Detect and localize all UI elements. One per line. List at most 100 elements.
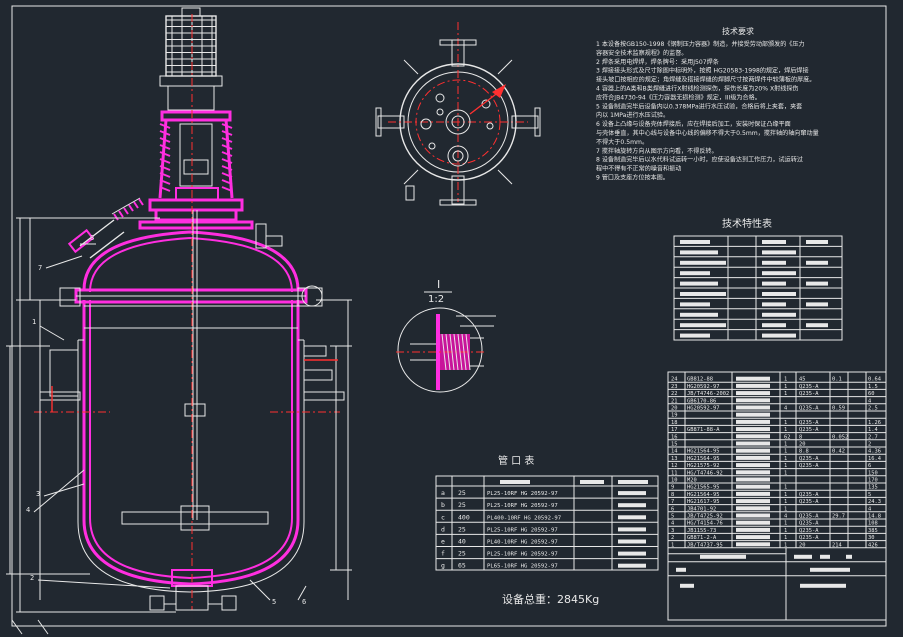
parts-no: 11: [671, 470, 678, 476]
redacted-text-bar: [762, 292, 796, 296]
left-flange-lug: [59, 287, 81, 307]
nozzle-hole-inner: [452, 150, 464, 162]
redacted-text-bar: [680, 260, 726, 265]
parts-qty: 1: [784, 506, 787, 512]
redacted-text-bar: [618, 480, 648, 484]
parts-unit-weight: 214: [832, 542, 842, 548]
parts-total-weight: 4: [868, 398, 871, 404]
jacket: [77, 340, 305, 593]
redacted-text-bar: [736, 535, 770, 540]
lug-top-plate: [439, 39, 477, 46]
redacted-text-bar: [736, 470, 770, 475]
handle-rung: [138, 198, 144, 206]
parts-material: Q235-A: [799, 521, 819, 527]
lug-right: [511, 115, 539, 129]
redacted-text-bar: [736, 376, 770, 381]
redacted-text-bar: [736, 383, 770, 388]
part-label-number: 4: [26, 506, 30, 514]
section-arrow-head: [492, 84, 506, 98]
tech-req-line: 程中不得有不正常的噪音和振动: [596, 165, 681, 173]
top-right-nozzle-flange: [265, 235, 283, 247]
redacted-text-bar: [680, 240, 710, 244]
handle-rung: [128, 204, 134, 212]
nozzle-code: c: [441, 513, 445, 521]
frame-hatch: [221, 144, 233, 150]
redacted-text-bar: [762, 271, 796, 276]
jacket-nozzle-upper: [303, 345, 327, 357]
parts-total-weight: 135: [868, 485, 878, 491]
tech-req-line: 容器安全技术监察规程》的监督。: [596, 49, 687, 57]
parts-code: HG/T4154-76: [687, 521, 723, 527]
bottom-valve: [175, 585, 209, 611]
support-lug-left: [49, 349, 79, 397]
parts-code: JB/T4725-92: [687, 514, 723, 520]
parts-code: HG21617-95: [687, 499, 719, 505]
detail-hatch: [453, 333, 459, 371]
parts-code: HG/T4746-92: [687, 470, 723, 476]
bottom-nozzle-left: [149, 595, 165, 611]
parts-no: 4: [671, 521, 674, 527]
parts-qty: 1: [784, 535, 787, 541]
parts-no: 10: [671, 478, 678, 484]
redacted-text-bar: [736, 520, 770, 525]
nozzle-code: g: [441, 562, 445, 570]
redacted-text-bar: [806, 323, 828, 328]
parts-qty: 1: [784, 456, 787, 462]
frame-hatch: [159, 158, 171, 164]
coupling-inner: [183, 159, 209, 175]
parts-no: 21: [671, 398, 678, 404]
motor-base: [159, 75, 223, 87]
tech-characteristics-table: 技术特性表: [673, 217, 843, 341]
leader-line: [45, 255, 83, 269]
impeller-hub: [180, 505, 210, 531]
nozzle-standard: PL65-10RF HG 20592-97: [487, 564, 558, 570]
dimension-lines: [6, 217, 352, 613]
parts-total-weight: 14.8: [868, 514, 881, 520]
part-label-number: 7: [38, 264, 42, 272]
tech-req-line: 6 设备上凸缘与设备壳体焊接后，应在焊接后加工，安装时保证凸缘平面: [596, 120, 791, 128]
detail-hatch: [441, 333, 447, 371]
parts-unit-weight: 0.052: [832, 434, 848, 440]
nozzle-standard: PL400-10RF HG 20592-97: [487, 515, 561, 521]
drive-frame-top-flange: [160, 110, 232, 122]
parts-material: 8.8: [799, 449, 809, 455]
nozzle-hole-tiny: [428, 142, 436, 150]
parts-qty: 1: [784, 485, 787, 491]
tech-req-line: 应符合JB4730-94《压力容器无损检测》规定，III级为合格。: [596, 93, 761, 101]
leader-line: [39, 325, 65, 341]
parts-qty: 1: [784, 449, 787, 455]
parts-material: Q235-A: [799, 535, 819, 541]
parts-qty: 1: [784, 492, 787, 498]
frame-hatch: [159, 165, 171, 171]
parts-material: Q235-A: [799, 406, 819, 412]
nozzle-dn: 25: [458, 550, 466, 558]
detail-I-circle: [301, 285, 323, 307]
parts-no: 15: [671, 442, 678, 448]
redacted-text-bar: [846, 554, 852, 559]
manhole-nozzle: [67, 197, 144, 259]
detail-shell-wall: [436, 314, 440, 390]
manhole-flange: [67, 228, 95, 254]
parts-code: HG21565-95: [687, 485, 719, 491]
parts-qty: 4: [784, 406, 787, 412]
part-label-number: 6: [302, 598, 306, 606]
frame-hatch: [221, 179, 233, 185]
nozzle-table-title: 管 口 表: [498, 454, 534, 467]
parts-unit-weight: 0.1: [832, 377, 842, 383]
detail-hatch: [461, 333, 467, 371]
parts-no: 9: [671, 485, 674, 491]
tech-req-line: 1 本设备按GB150-1998《钢制压力容器》制造，并接受劳动部颁发的《压力: [596, 40, 805, 48]
parts-no: 7: [671, 499, 674, 505]
leader-line: [43, 483, 85, 497]
parts-material: Q235-A: [799, 514, 819, 520]
bottom-left-nozzle: [405, 185, 415, 201]
parts-total-weight: 108: [868, 521, 878, 527]
technical-requirements: 技术要求 1 本设备按GB150-1998《钢制压力容器》制造，并接受劳动部颁发…: [596, 26, 819, 182]
redacted-text-bar: [762, 240, 786, 244]
tech-req-line: 5 设备制造完毕后设备内以0.378MPa进行水压试验，合格后将上夹套，夹套: [596, 102, 802, 110]
bottom-nozzle-right: [221, 595, 237, 611]
tech-req-line: 4 容器上的A类和B类焊缝进行X射线检测探伤，探伤长度为20% X射线探伤: [596, 85, 799, 93]
diagonal-nozzle: [497, 169, 513, 185]
frame-hatch: [159, 172, 171, 178]
